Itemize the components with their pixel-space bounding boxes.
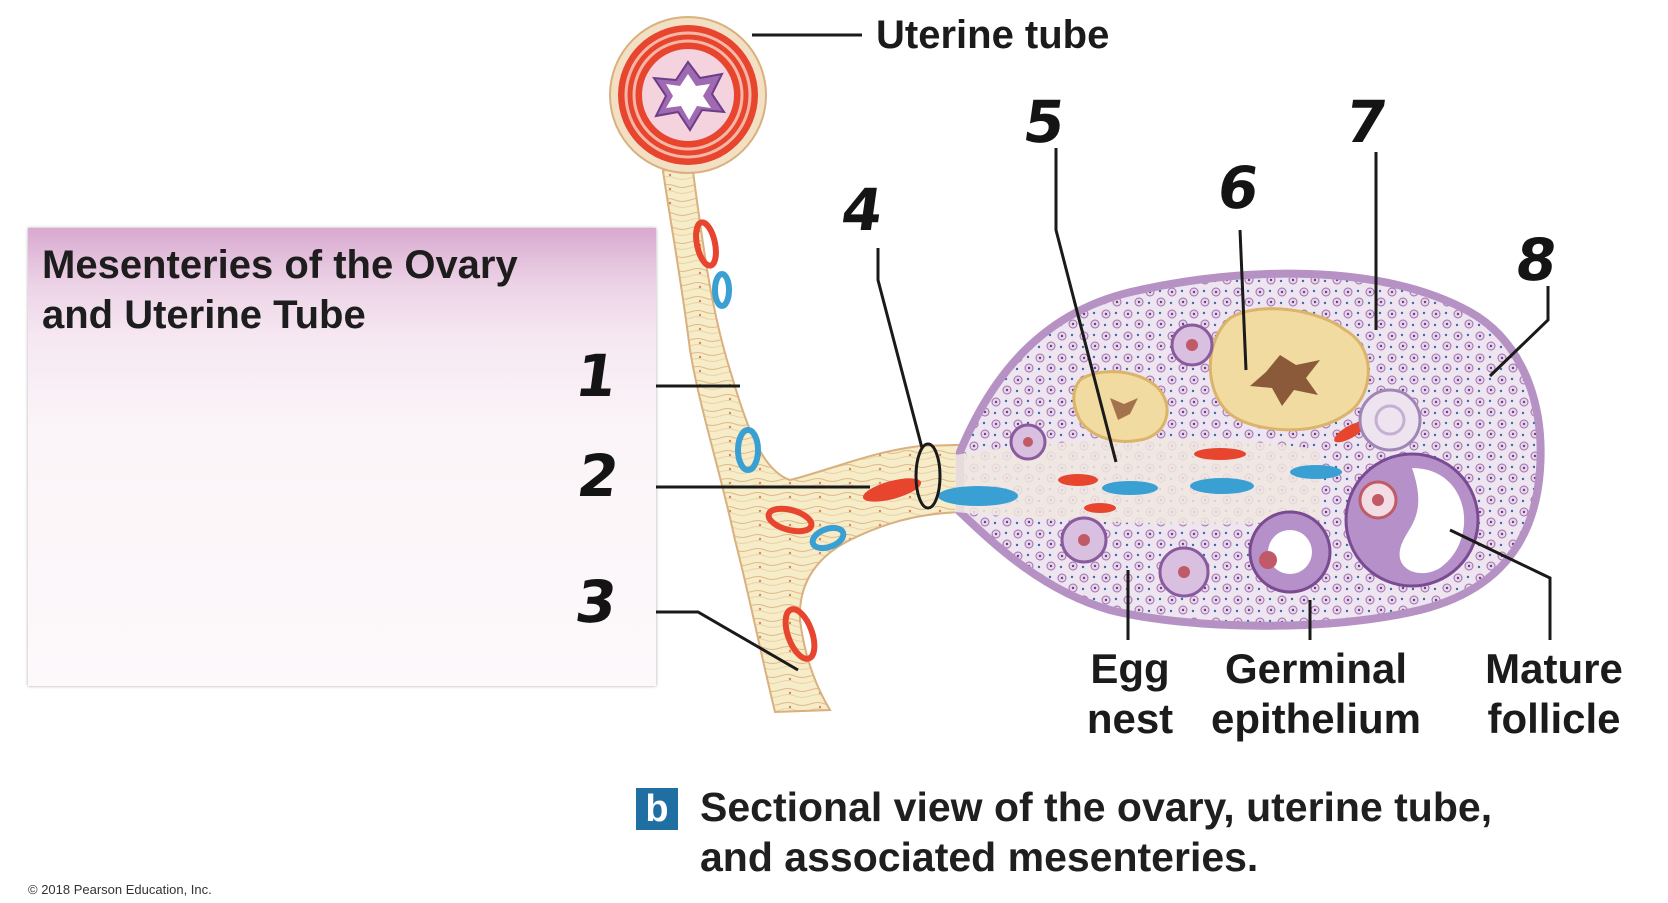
label-mature-follicle: Mature follicle [1485,645,1623,742]
ovary-vessels [938,421,1366,513]
uterine-tube-section [609,16,767,174]
number-6: 6 [1213,154,1264,222]
primary-follicles [1009,323,1422,598]
box-title: Mesenteries of the Ovary and Uterine Tub… [42,243,518,337]
mature-follicle-shape [1344,452,1480,588]
panel-badge: b [636,788,678,830]
title-box: Mesenteries of the Ovary and Uterine Tub… [28,228,656,686]
number-1: 1 [571,342,622,410]
ovarian-ligament-ring [914,442,942,510]
secondary-follicle [1248,510,1332,594]
number-5: 5 [1019,88,1070,156]
leader-lines [640,33,1552,672]
number-4: 4 [837,176,888,244]
number-8: 8 [1511,226,1562,294]
mesentery-vessels [693,219,922,662]
figure-caption: Sectional view of the ovary, uterine tub… [700,784,1493,880]
ovary [938,269,1545,630]
label-germinal-epithelium: Germinal epithelium [1210,645,1422,742]
copyright-notice: © 2018 Pearson Education, Inc. [28,882,212,897]
label-uterine-tube: Uterine tube [876,13,1110,57]
label-egg-nest: Egg nest [1086,645,1174,742]
number-2: 2 [573,442,624,510]
number-3: 3 [571,568,622,636]
number-7: 7 [1341,88,1392,156]
